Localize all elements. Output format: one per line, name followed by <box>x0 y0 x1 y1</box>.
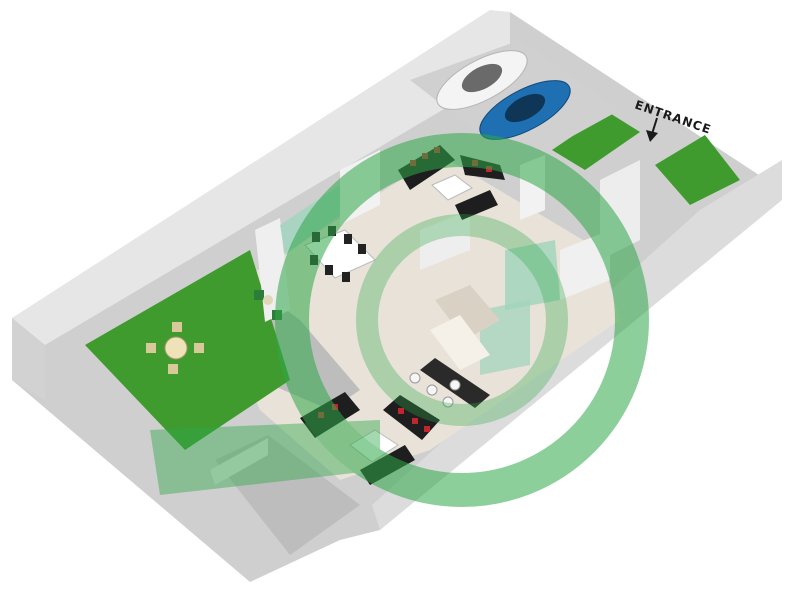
dining-chair <box>344 234 352 244</box>
garden-table <box>164 336 188 360</box>
cushion <box>424 426 430 432</box>
front-lawn-right <box>655 135 740 205</box>
sofa-upper-bottom <box>455 190 498 220</box>
garden-chair <box>172 322 182 332</box>
ring-watermark-icon <box>150 133 649 507</box>
car-blue <box>479 80 571 140</box>
garden-chair <box>194 343 204 353</box>
cushion <box>398 408 404 414</box>
staircase <box>435 285 500 340</box>
sunken-courtyard <box>215 435 360 555</box>
car-white <box>436 50 528 110</box>
coffee-table-upper <box>431 174 473 201</box>
garden-chair <box>146 343 156 353</box>
rear-garden-lawn <box>85 250 290 450</box>
front-lawn-left <box>552 112 640 170</box>
cushion <box>412 418 418 424</box>
stair-landing <box>430 315 490 370</box>
glass-panel-2 <box>505 240 560 310</box>
dining-chair <box>358 244 366 254</box>
garden-chair <box>168 364 178 374</box>
outer-wall-front <box>12 318 45 400</box>
bar-stool <box>449 379 461 391</box>
arrow-down-icon <box>646 117 658 142</box>
patio-chair <box>254 290 264 300</box>
dining-chair <box>325 265 333 275</box>
bar-stool <box>426 384 438 396</box>
bar-stool <box>409 372 421 384</box>
interior-wall-5 <box>420 210 470 270</box>
dining-chair <box>342 272 350 282</box>
outer-wall-back <box>12 10 510 345</box>
courtyard-wall <box>210 438 268 485</box>
patio-side-table <box>263 295 273 305</box>
bar-stool <box>442 396 454 408</box>
